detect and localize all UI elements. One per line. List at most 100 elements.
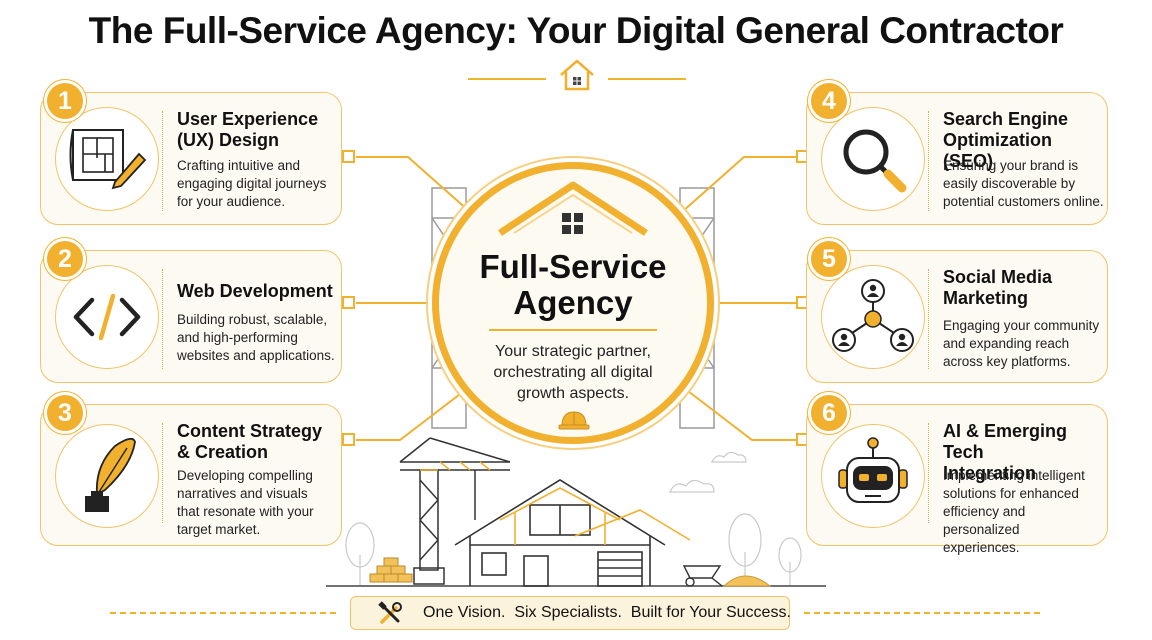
card-desc-line: easily discoverable by <box>943 176 1076 191</box>
blueprint-pencil-icon <box>69 129 147 190</box>
card-divider <box>928 269 929 369</box>
social-network-icon <box>832 279 914 352</box>
card-title: Social Media Marketing <box>943 267 1103 309</box>
robot-icon <box>838 437 908 503</box>
service-card-ux-design: User Experience (UX) Design Crafting int… <box>40 92 342 225</box>
card-title-line2: Integration <box>943 463 1036 483</box>
connector-3 <box>356 387 469 441</box>
card-divider <box>162 111 163 211</box>
service-card-seo: Search Engine Optimization (SEO) Ensurin… <box>806 92 1108 225</box>
icon-circle <box>55 265 159 369</box>
hard-hat-icon <box>558 411 590 430</box>
icon-circle <box>821 265 925 369</box>
quill-inkwell-icon <box>85 437 136 512</box>
icon-circle <box>821 107 925 211</box>
icon-circle <box>821 424 925 528</box>
card-divider <box>162 269 163 369</box>
connector-1 <box>356 156 471 213</box>
card-desc-line: for your audience. <box>177 194 286 209</box>
house-under-construction <box>454 479 666 587</box>
roof-icon <box>498 181 648 236</box>
center-subtitle-line2: orchestrating all digital <box>493 364 653 381</box>
tools-icon <box>378 601 402 624</box>
service-card-content-strategy: Content Strategy & Creation Developing c… <box>40 404 342 546</box>
footer-tagline: One Vision. Six Specialists. Built for Y… <box>423 604 791 621</box>
card-desc-line: across key platforms. <box>943 354 1071 369</box>
wheelbarrow <box>682 565 723 587</box>
card-title-line2: & Creation <box>177 442 269 462</box>
service-card-ai-integration: AI & Emerging Tech Integration Implement… <box>806 404 1108 555</box>
card-desc-line: Developing compelling <box>177 468 313 483</box>
center-title: Full-Service Agency <box>439 249 707 321</box>
card-divider <box>162 423 163 523</box>
card-title-line1: User Experience <box>177 109 319 129</box>
service-card-social-media: Social Media Marketing Engaging your com… <box>806 250 1108 383</box>
code-brackets-icon <box>73 293 141 341</box>
card-description: Ensuring your brand is easily discoverab… <box>943 157 1105 211</box>
step-number-badge: 6 <box>808 392 850 434</box>
card-desc-line: and high-performing <box>177 330 298 345</box>
card-title-line1: Search Engine <box>943 109 1069 129</box>
center-subtitle: Your strategic partner, orchestrating al… <box>439 341 707 404</box>
card-title: AI & Emerging Tech Integration <box>943 421 1103 484</box>
center-hub: Full-Service Agency Your strategic partn… <box>432 162 714 444</box>
connector-6 <box>683 387 796 441</box>
card-desc-line: experiences. <box>943 540 1020 555</box>
center-subtitle-line3: growth aspects. <box>516 385 630 402</box>
step-number-badge: 2 <box>44 238 86 280</box>
card-title-line1: AI & Emerging Tech <box>943 421 1068 462</box>
title-underline-left <box>468 78 546 80</box>
step-number-badge: 5 <box>808 238 850 280</box>
step-number-badge: 4 <box>808 80 850 122</box>
card-title-line2: (UX) Design <box>177 130 280 150</box>
card-title: Content Strategy & Creation <box>177 421 337 463</box>
house-icon <box>560 59 594 91</box>
card-description: Crafting intuitive and engaging digital … <box>177 157 339 211</box>
card-title-line2: Marketing <box>943 288 1029 308</box>
card-divider <box>928 423 929 523</box>
card-desc-line: and expanding reach <box>943 336 1070 351</box>
title-underline-right <box>608 78 686 80</box>
card-desc-line: engaging digital journeys <box>177 176 327 191</box>
card-desc-line: Ensuring your brand is <box>943 158 1079 173</box>
center-divider <box>489 329 657 331</box>
card-desc-line: target market. <box>177 522 261 537</box>
card-desc-line: potential customers online. <box>943 194 1104 209</box>
connector-4 <box>681 156 796 213</box>
step-number-badge: 3 <box>44 392 86 434</box>
card-desc-line: Crafting intuitive and <box>177 158 301 173</box>
page-title: The Full-Service Agency: Your Digital Ge… <box>88 10 1064 51</box>
card-title: Search Engine Optimization (SEO) <box>943 109 1103 172</box>
card-description: Building robust, scalable, and high-perf… <box>177 311 339 365</box>
center-title-line1: Full-Service <box>479 248 667 285</box>
footer-rule-left <box>110 612 336 614</box>
card-description: Developing compelling narratives and vis… <box>177 467 339 539</box>
icon-circle <box>55 107 159 211</box>
card-divider <box>928 111 929 211</box>
card-desc-line: websites and applications. <box>177 348 335 363</box>
card-title-line1: Content Strategy <box>177 421 323 441</box>
footer-tagline-band: One Vision. Six Specialists. Built for Y… <box>350 596 791 630</box>
card-title-line2: Optimization (SEO) <box>943 130 1052 171</box>
card-desc-line: narratives and visuals <box>177 486 308 501</box>
card-desc-line: solutions for enhanced <box>943 486 1079 501</box>
magnifier-icon <box>843 129 907 193</box>
card-desc-line: Building robust, scalable, <box>177 312 328 327</box>
card-description: Engaging your community and expanding re… <box>943 317 1105 371</box>
card-description: Implementing intelligent solutions for e… <box>943 467 1105 557</box>
center-title-line2: Agency <box>513 284 633 321</box>
card-desc-line: Engaging your community <box>943 318 1100 333</box>
card-title-line1: Web Development <box>177 281 333 301</box>
card-desc-line: efficiency and personalized <box>943 504 1026 537</box>
center-subtitle-line1: Your strategic partner, <box>495 343 651 360</box>
footer-rule-right <box>804 612 1040 614</box>
icon-circle <box>55 424 159 528</box>
card-title: User Experience (UX) Design <box>177 109 337 151</box>
step-number-badge: 1 <box>44 80 86 122</box>
card-title: Web Development <box>177 281 337 302</box>
service-card-web-development: Web Development Building robust, scalabl… <box>40 250 342 383</box>
crane <box>399 437 511 585</box>
card-title-line1: Social Media <box>943 267 1053 287</box>
card-desc-line: that resonate with your <box>177 504 314 519</box>
brick-pile <box>369 557 413 583</box>
